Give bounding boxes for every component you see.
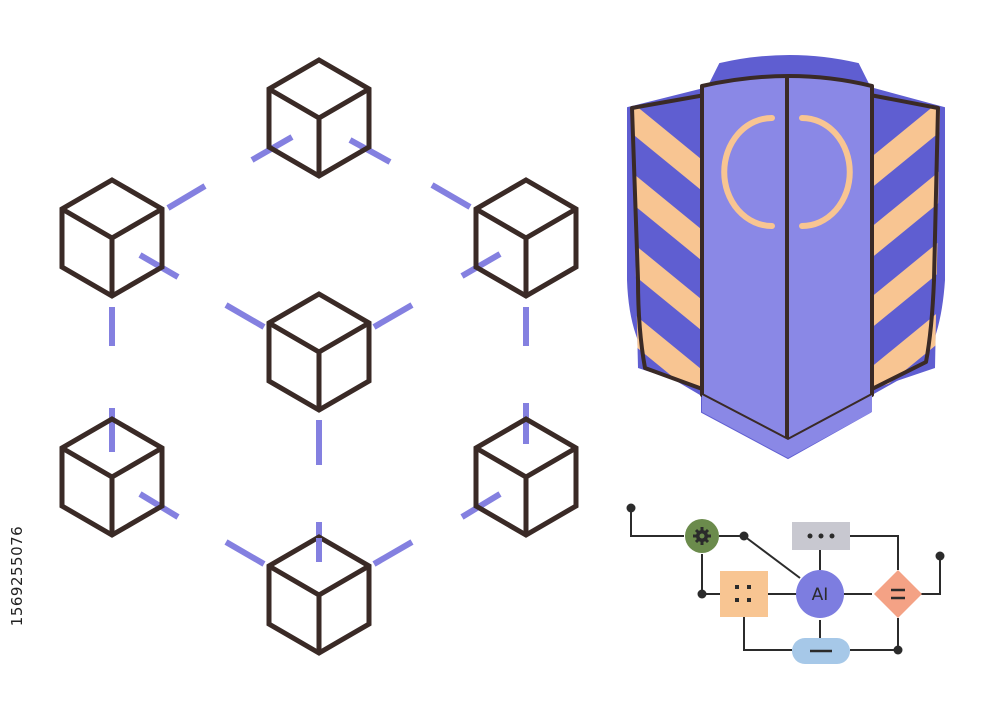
shield-right-bracket — [799, 115, 853, 229]
cube-upper-right — [476, 180, 576, 296]
ai-flowchart-icon: AI — [626, 503, 945, 664]
shield-left-bracket — [721, 115, 775, 229]
grid-node — [720, 571, 768, 617]
cube-upper-left — [62, 180, 162, 296]
grid-dots-icon — [735, 585, 751, 602]
shield-icon — [627, 55, 945, 460]
cube-top — [269, 60, 369, 176]
diamond-node — [874, 570, 922, 618]
dots-node — [792, 522, 850, 550]
gear-node — [685, 519, 719, 553]
pill-node — [792, 638, 850, 664]
equals-icon — [891, 588, 905, 600]
cube-center — [269, 294, 369, 410]
ai-label: AI — [812, 585, 829, 605]
ai-node: AI — [796, 570, 844, 618]
ellipsis-icon — [807, 533, 835, 539]
cube-network-icon — [62, 60, 576, 653]
